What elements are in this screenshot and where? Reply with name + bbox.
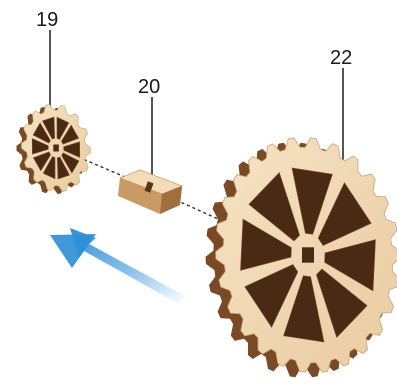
part-label-19: 19 (36, 9, 58, 31)
gear19-center-hole (53, 145, 59, 152)
gear-19 (17, 105, 91, 195)
gear-22 (206, 138, 397, 377)
axle-part-20 (118, 170, 182, 214)
part-label-20: 20 (138, 76, 160, 98)
gear22-center-hole (302, 247, 314, 262)
part-label-22: 22 (330, 47, 352, 69)
assembly-direction-arrow-icon (50, 228, 185, 304)
